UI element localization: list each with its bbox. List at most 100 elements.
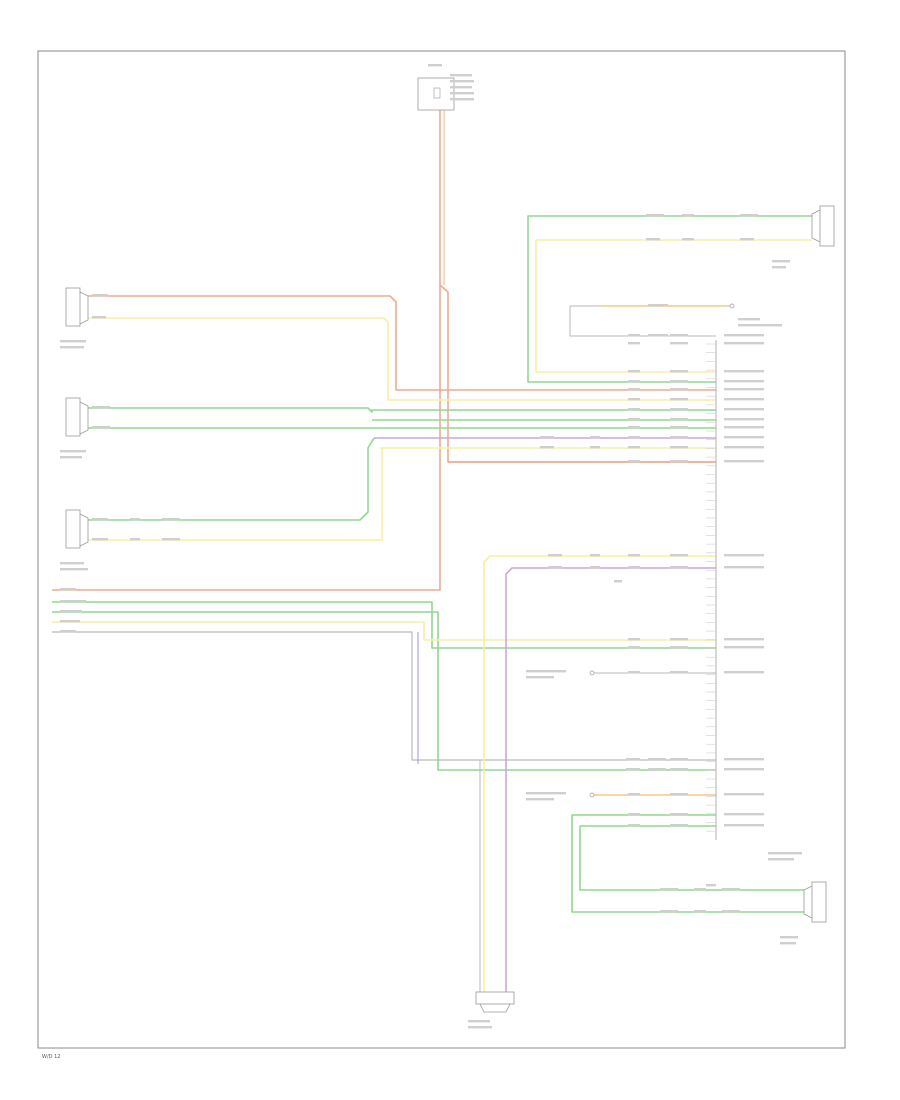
label-mark	[162, 538, 180, 541]
label-mark	[724, 408, 764, 411]
left-instrument-panel-speaker-icon	[65, 287, 89, 327]
label-mark	[724, 418, 764, 421]
label-mark	[468, 1026, 492, 1029]
label-mark	[670, 460, 688, 463]
label-mark	[670, 638, 688, 641]
label-mark	[92, 294, 108, 297]
label-mark	[660, 910, 678, 913]
label-mark	[670, 370, 688, 373]
label-mark	[628, 436, 640, 439]
label-mark	[60, 630, 76, 633]
left-rear-speaker-icon	[803, 881, 827, 923]
label-mark	[450, 80, 474, 83]
label-mark	[626, 758, 636, 761]
label-mark	[670, 646, 688, 649]
label-mark	[60, 588, 76, 591]
label-mark	[628, 426, 640, 429]
label-mark	[628, 418, 640, 421]
label-mark	[670, 408, 688, 411]
label-mark	[628, 554, 640, 557]
label-mark	[670, 554, 688, 557]
label-mark	[60, 562, 84, 565]
ground-icon	[589, 303, 735, 798]
label-mark	[694, 910, 706, 913]
diagram-reference: W/D 12	[42, 1054, 60, 1060]
label-mark	[526, 792, 566, 795]
label-mark	[450, 86, 472, 89]
label-mark	[706, 884, 716, 887]
label-mark	[724, 758, 764, 761]
label-mark	[626, 768, 636, 771]
label-mark	[614, 580, 622, 583]
label-mark	[670, 426, 688, 429]
label-mark	[670, 671, 688, 674]
label-mark	[724, 566, 764, 569]
label-mark	[92, 316, 106, 319]
label-mark	[724, 388, 764, 391]
label-mark	[724, 342, 764, 345]
label-mark	[526, 670, 566, 673]
label-mark	[60, 346, 84, 349]
bus-wire-green-1	[52, 601, 716, 649]
label-mark	[670, 398, 688, 401]
label-mark	[738, 318, 760, 321]
label-mark	[670, 418, 688, 421]
feed-wire-red-down	[52, 285, 441, 591]
left-rear-wire-green1	[571, 814, 804, 913]
label-mark	[646, 238, 660, 241]
label-mark	[628, 566, 640, 569]
label-mark	[682, 214, 694, 217]
label-mark	[648, 768, 666, 771]
lf-door-wire-yellow	[483, 555, 716, 992]
bus-wire-gray	[52, 631, 716, 761]
label-mark	[724, 824, 764, 827]
label-mark	[724, 370, 764, 373]
label-mark	[540, 436, 554, 439]
label-mark	[682, 238, 694, 241]
right-rear-speaker-icon	[811, 205, 835, 247]
label-mark	[590, 566, 600, 569]
label-mark	[724, 671, 764, 674]
label-mark	[628, 824, 640, 827]
label-mark	[670, 768, 688, 771]
label-mark	[540, 446, 554, 449]
wire-group	[52, 110, 812, 992]
label-mark	[724, 768, 764, 771]
label-mark	[450, 98, 474, 101]
label-mark	[60, 600, 86, 603]
label-mark	[60, 610, 82, 613]
label-mark	[724, 554, 764, 557]
label-mark	[670, 446, 688, 449]
label-mark	[628, 388, 640, 391]
label-mark	[724, 334, 764, 337]
label-mark	[670, 388, 688, 391]
ground-wire	[569, 305, 730, 337]
label-mark	[738, 324, 782, 327]
label-mark	[628, 446, 640, 449]
fuse-icon	[433, 87, 441, 99]
label-mark	[548, 554, 562, 557]
label-mark	[130, 518, 140, 521]
label-mark	[724, 446, 764, 449]
lf-door-wire-purple	[505, 567, 716, 992]
right-front-door-wire-green	[88, 437, 375, 521]
bus-wire-yellow	[52, 621, 716, 641]
label-mark	[628, 793, 640, 796]
label-mark	[724, 426, 764, 429]
label-mark	[428, 64, 442, 67]
label-mark	[92, 426, 110, 429]
label-mark	[92, 406, 110, 409]
label-mark	[648, 334, 668, 337]
right-front-door-speaker-icon	[65, 509, 89, 549]
label-mark	[724, 646, 764, 649]
label-mark	[628, 342, 640, 345]
label-mark	[670, 813, 688, 816]
label-mark	[670, 380, 688, 383]
left-ip-speaker-wire-red	[88, 295, 716, 391]
right-rear-wire-yellow	[535, 239, 812, 373]
label-mark	[740, 214, 758, 217]
label-mark	[450, 92, 474, 95]
label-mark	[670, 758, 688, 761]
label-mark	[590, 554, 600, 557]
